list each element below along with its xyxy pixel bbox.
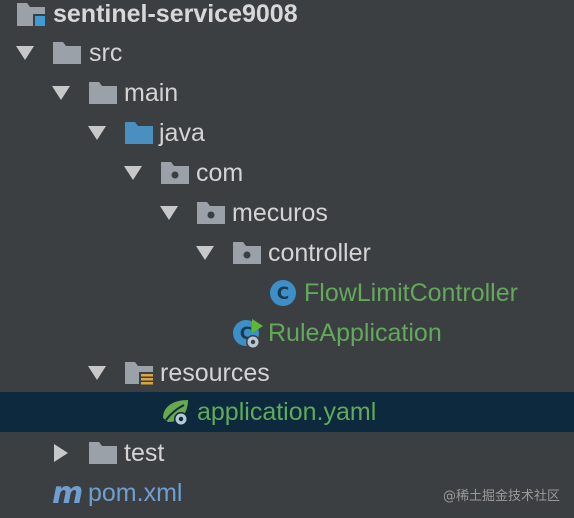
- tree-row-mecuros[interactable]: mecuros: [0, 193, 574, 233]
- java-label: java: [159, 119, 205, 147]
- resources-folder-icon: [124, 359, 156, 394]
- maven-badge-letter: m: [52, 476, 83, 511]
- folder-icon: [88, 439, 118, 470]
- tree-row-project-root[interactable]: sentinel-service9008: [0, 0, 574, 34]
- watermark-text: @稀土掘金技术社区: [442, 489, 560, 504]
- tree-row-java[interactable]: java: [0, 113, 574, 153]
- expand-arrow-icon[interactable]: [52, 86, 70, 100]
- package-icon: [232, 239, 262, 270]
- controller-label: controller: [268, 239, 371, 267]
- tree-row-resources[interactable]: resources: [0, 353, 574, 393]
- expand-arrow-icon[interactable]: [88, 126, 106, 140]
- folder-icon: [88, 79, 118, 110]
- module-folder-icon: [16, 0, 48, 33]
- resources-label: resources: [160, 359, 270, 387]
- src-label: src: [89, 39, 123, 67]
- tree-row-src[interactable]: src: [0, 33, 574, 73]
- expand-arrow-icon[interactable]: [196, 246, 214, 260]
- mecuros-label: mecuros: [232, 199, 328, 227]
- java-class-icon: C: [268, 278, 298, 313]
- tree-row-rule-application[interactable]: C RuleApplication: [0, 313, 574, 353]
- tree-row-controller[interactable]: controller: [0, 233, 574, 273]
- source-folder-icon: [124, 119, 154, 150]
- expand-arrow-icon[interactable]: [16, 46, 34, 60]
- expand-arrow-icon[interactable]: [124, 166, 142, 180]
- spring-boot-class-icon: C: [231, 317, 265, 356]
- project-root-label: sentinel-service9008: [53, 0, 298, 28]
- package-icon: [160, 159, 190, 190]
- rule-application-label: RuleApplication: [268, 319, 442, 347]
- tree-row-application-yaml[interactable]: application.yaml: [0, 392, 574, 432]
- main-label: main: [124, 79, 179, 107]
- folder-icon: [52, 39, 82, 70]
- flow-limit-controller-label: FlowLimitController: [304, 279, 518, 307]
- tree-row-main[interactable]: main: [0, 73, 574, 113]
- application-yaml-label: application.yaml: [197, 398, 377, 426]
- collapse-arrow-icon[interactable]: [54, 444, 68, 462]
- maven-icon: m: [50, 473, 86, 518]
- expand-arrow-icon[interactable]: [88, 366, 106, 380]
- tree-row-com[interactable]: com: [0, 153, 574, 193]
- package-icon: [196, 199, 226, 230]
- com-label: com: [196, 159, 244, 187]
- class-badge-letter: C: [277, 284, 289, 304]
- pom-xml-label: pom.xml: [88, 479, 183, 507]
- test-label: test: [124, 439, 165, 467]
- spring-config-file-icon: [160, 396, 194, 433]
- tree-row-flow-limit-controller[interactable]: C FlowLimitController: [0, 273, 574, 313]
- tree-row-pom-xml[interactable]: m pom.xml: [0, 473, 574, 513]
- tree-row-test[interactable]: test: [0, 433, 574, 473]
- expand-arrow-icon[interactable]: [160, 206, 178, 220]
